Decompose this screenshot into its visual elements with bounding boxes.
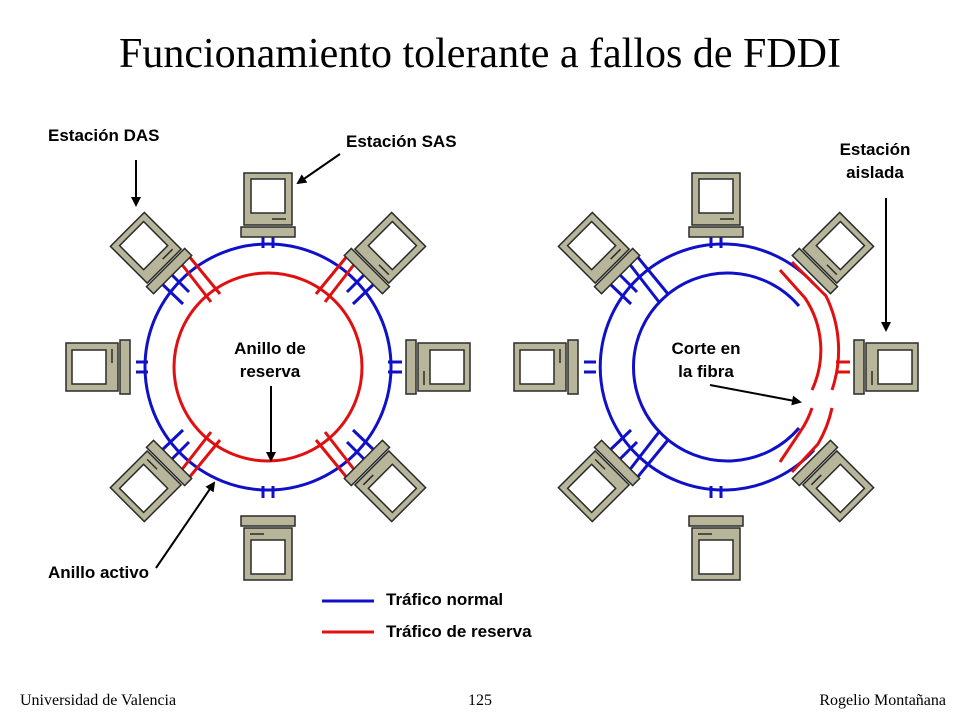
slide-title: Funcionamiento tolerante a fallos de FDD… [119,31,841,77]
station-right-top-right [791,209,877,295]
label-anillo-reserva-line2: reserva [239,362,301,381]
station-right-top [688,172,744,238]
label-aislada-line2: aislada [846,163,904,182]
active-ring-right [598,242,816,492]
inner-ring-right [632,271,801,463]
station-right-isolated [853,339,919,395]
label-aislada-line1: Estación [839,140,911,159]
legend [322,599,374,634]
footer-left: Universidad de Valencia [20,692,177,709]
arrow-sas [296,153,341,185]
footer-right: Rogelio Montañana [819,692,946,709]
footer-page-number: 125 [468,692,492,709]
active-ring-left [143,242,393,492]
station-left-left-sas [65,339,131,395]
arrow-corte [709,384,802,406]
label-corte-line2: la fibra [678,362,734,381]
station-left-right-sas [405,339,471,395]
station-left-bottom-sas [240,515,296,581]
label-corte-line1: Corte en [671,339,741,358]
ring-right [513,172,919,581]
label-anillo-reserva: Anillo de reserva [210,337,330,383]
legend-label-reserva: Tráfico de reserva [386,622,532,641]
station-right-bottom [688,515,744,581]
label-estacion-sas: Estación SAS [346,132,457,151]
callout-arrows [131,153,891,569]
station-left-top-sas [240,172,296,238]
label-estacion-das: Estación DAS [48,126,160,145]
label-anillo-activo: Anillo activo [48,563,150,582]
legend-label-normal: Tráfico normal [386,590,504,609]
label-corte-fibra: Corte en la fibra [646,337,766,383]
station-right-left [513,339,579,395]
label-estacion-aislada: Estación aislada [820,138,930,184]
label-anillo-reserva-line1: Anillo de [234,339,306,358]
arrow-activo [155,481,216,569]
station-right-bottom-right [791,439,877,525]
